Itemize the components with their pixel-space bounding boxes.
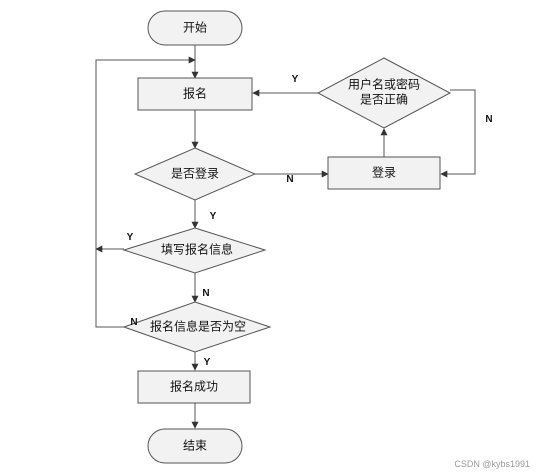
watermark: CSDN @kybs1991: [454, 459, 530, 469]
credentials-check-label-2: 是否正确: [360, 93, 408, 107]
credentials-check-label-1: 用户名或密码: [348, 77, 420, 92]
register-label: 报名: [183, 86, 207, 101]
fill-info-label: 填写报名信息: [161, 242, 233, 257]
connectors: [95, 45, 476, 429]
success-node: 报名成功: [137, 370, 251, 404]
is-logged-in-label: 是否登录: [171, 166, 219, 181]
edge-label-fill-yes: Y: [127, 232, 134, 243]
is-logged-in-node: 是否登录: [133, 147, 257, 201]
edge-label-logged-no: N: [286, 174, 293, 185]
start-label: 开始: [183, 21, 207, 35]
login-node: 登录: [327, 156, 441, 190]
edge-label-empty-yes: Y: [204, 357, 211, 368]
edge-label-empty-no: N: [130, 317, 137, 328]
credentials-check-node: 用户名或密码 是否正确: [316, 57, 452, 129]
info-empty-label: 报名信息是否为空: [150, 319, 246, 334]
end-node: 结束: [147, 428, 243, 464]
register-node: 报名: [137, 77, 253, 111]
info-empty-node: 报名信息是否为空: [122, 301, 272, 353]
success-label: 报名成功: [170, 379, 218, 394]
fill-info-node: 填写报名信息: [122, 227, 267, 274]
start-node: 开始: [147, 10, 243, 46]
edge-labels: Y N N Y Y N N Y: [127, 74, 493, 368]
edge-check-login-no: [440, 89, 476, 178]
end-label: 结束: [183, 439, 207, 453]
edge-empty-loop-register: [95, 56, 196, 328]
edge-label-fill-no: N: [202, 288, 209, 299]
login-label: 登录: [372, 165, 396, 180]
edge-label-logged-yes: Y: [210, 211, 217, 222]
edge-label-credentials-yes: Y: [292, 74, 299, 85]
edge-label-credentials-no: N: [485, 114, 492, 125]
